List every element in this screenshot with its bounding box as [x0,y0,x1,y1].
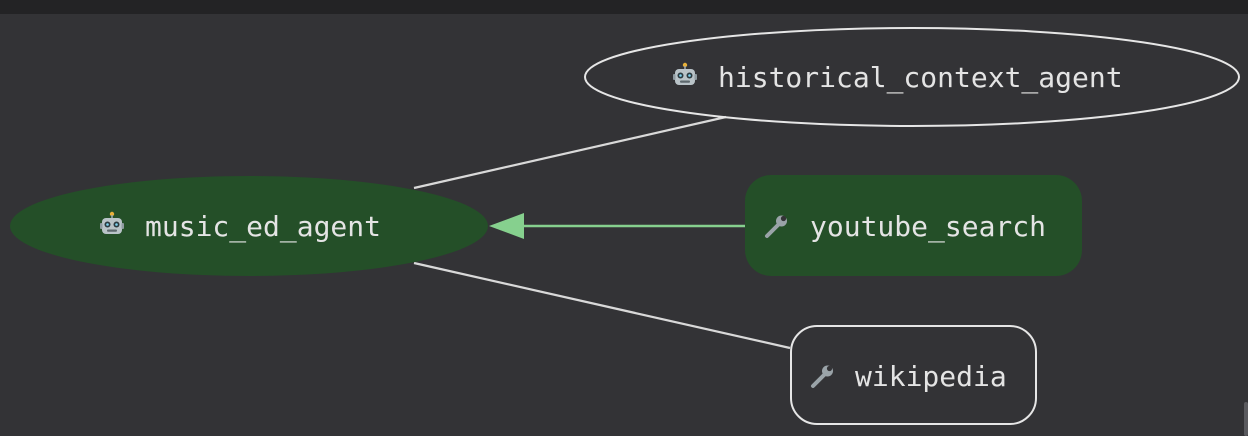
node-label-youtube-search: youtube_search [810,210,1046,244]
node-label-music-ed-agent: music_ed_agent [145,210,381,244]
node-youtube-search[interactable]: youtube_search [745,175,1082,276]
node-label-wikipedia: wikipedia [855,360,1007,393]
scrollbar-thumb[interactable] [1244,402,1248,436]
node-music-ed-agent[interactable]: music_ed_agent [10,176,488,276]
edge-music-ed-to-historical-context [413,115,727,190]
edge-arrowhead [489,213,524,239]
node-label-historical-context-agent: historical_context_agent [718,61,1123,95]
robot-icon [673,62,697,85]
top-bar [0,0,1248,14]
edge-music-ed-to-wikipedia [413,261,791,350]
node-historical-context-agent[interactable]: historical_context_agent [584,27,1240,127]
node-wikipedia[interactable]: wikipedia [790,325,1037,425]
wrench-icon [811,363,835,388]
